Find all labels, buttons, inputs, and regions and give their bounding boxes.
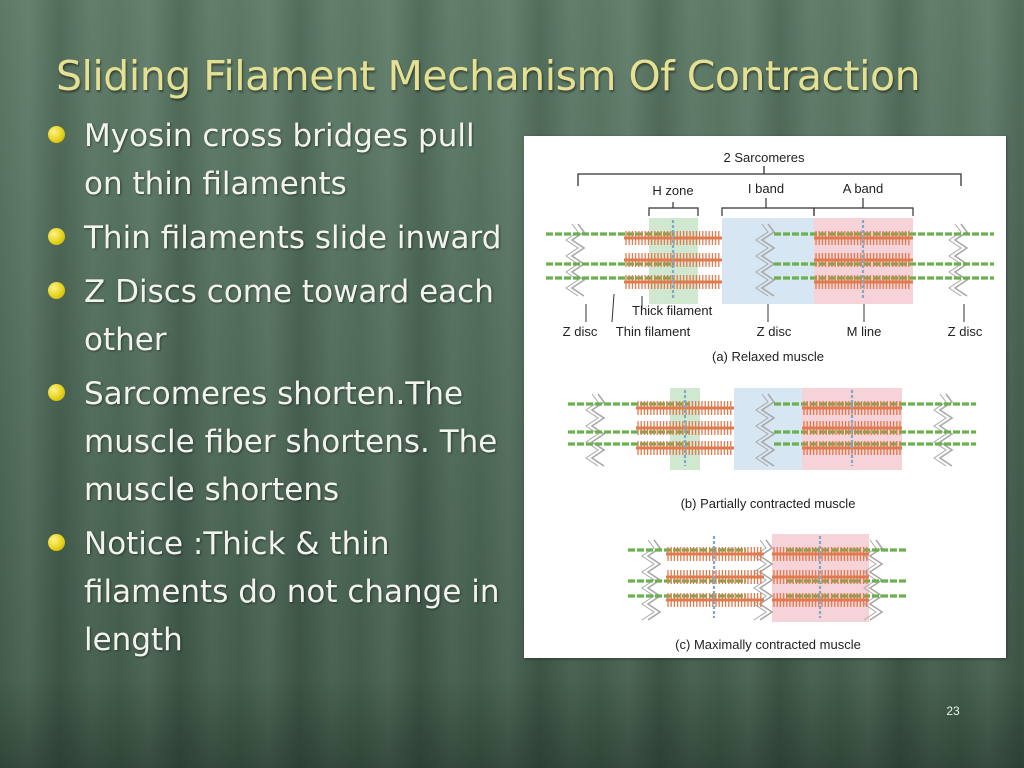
bullet-item: Sarcomeres shorten.The muscle fiber shor… — [46, 370, 520, 514]
myosin-heads — [815, 253, 910, 267]
z-disc-outline — [948, 223, 962, 297]
myosin-heads — [815, 275, 910, 289]
a-band-label: A band — [843, 181, 884, 196]
z-disc — [938, 393, 954, 467]
z-disc-label: Z disc — [948, 324, 983, 339]
myosin-heads — [803, 441, 901, 455]
caption-partially-contracted: (b) Partially contracted muscle — [681, 496, 856, 511]
myosin-heads — [773, 570, 868, 584]
bullet-dot-icon — [48, 228, 65, 245]
a-band-bracket — [813, 207, 914, 216]
sarcomeres-bracket — [577, 173, 962, 186]
slide-title: Sliding Filament Mechanism Of Contractio… — [56, 52, 921, 100]
sarcomeres-label: 2 Sarcomeres — [724, 150, 805, 165]
z-disc-outline — [753, 539, 767, 621]
bullet-list: Myosin cross bridges pull on thin filame… — [46, 112, 520, 670]
z-disc — [953, 223, 969, 297]
z-disc — [590, 393, 606, 467]
z-disc-outline — [565, 223, 579, 297]
sarcomere-diagram: 2 Sarcomeres H zone I band A band Thick … — [546, 150, 994, 652]
bullet-text: Notice :Thick & thin filaments do not ch… — [84, 526, 500, 658]
sarcomere-panels — [546, 218, 994, 622]
myosin-heads — [637, 421, 732, 435]
myosin-heads — [625, 253, 720, 267]
z-disc-label: Z disc — [563, 324, 598, 339]
bullet-item: Z Discs come toward each other — [46, 268, 520, 364]
bullet-dot-icon — [48, 534, 65, 551]
myosin-heads — [625, 275, 720, 289]
z-disc — [760, 393, 776, 467]
z-disc-outline — [755, 393, 769, 467]
z-disc-label: Z disc — [757, 324, 792, 339]
z-disc-outline — [641, 539, 655, 621]
myosin-heads — [815, 231, 910, 245]
z-disc — [570, 223, 586, 297]
z-disc-outline — [755, 223, 769, 297]
bullet-text: Z Discs come toward each other — [84, 274, 494, 358]
bullet-dot-icon — [48, 126, 65, 143]
myosin-heads — [667, 593, 762, 607]
i-band-bracket — [721, 207, 815, 216]
thick-filament-label: Thick filament — [632, 303, 713, 318]
bullet-text: Thin filaments slide inward — [84, 220, 502, 256]
myosin-heads — [637, 401, 732, 415]
bullet-text: Sarcomeres shorten.The muscle fiber shor… — [84, 376, 498, 508]
myosin-heads — [773, 547, 868, 561]
z-disc-outline — [933, 393, 947, 467]
bullet-item: Notice :Thick & thin filaments do not ch… — [46, 520, 520, 664]
z-disc — [760, 223, 776, 297]
caption-relaxed: (a) Relaxed muscle — [712, 349, 824, 364]
sarcomere-figure: 2 Sarcomeres H zone I band A band Thick … — [524, 136, 1006, 658]
bullet-dot-icon — [48, 282, 65, 299]
bullet-dot-icon — [48, 384, 65, 401]
myosin-heads — [625, 231, 720, 245]
page-number: 23 — [946, 704, 960, 718]
myosin-heads — [667, 547, 762, 561]
bullet-text: Myosin cross bridges pull on thin filame… — [84, 118, 475, 202]
bullet-item: Myosin cross bridges pull on thin filame… — [46, 112, 520, 208]
myosin-heads — [773, 593, 868, 607]
h-zone-bracket — [648, 207, 699, 216]
myosin-heads — [667, 570, 762, 584]
i-band-label: I band — [748, 181, 784, 196]
h-zone-label: H zone — [652, 183, 693, 198]
thin-filament-leader — [611, 293, 615, 323]
m-line-label: M line — [847, 324, 882, 339]
thin-filament-label: Thin filament — [616, 324, 691, 339]
caption-maximally-contracted: (c) Maximally contracted muscle — [675, 637, 861, 652]
myosin-heads — [803, 421, 901, 435]
myosin-heads — [637, 441, 732, 455]
myosin-heads — [803, 401, 901, 415]
bullet-item: Thin filaments slide inward — [46, 214, 520, 262]
z-disc-outline — [585, 393, 599, 467]
i-band — [734, 388, 802, 470]
background-drape — [0, 678, 1024, 768]
